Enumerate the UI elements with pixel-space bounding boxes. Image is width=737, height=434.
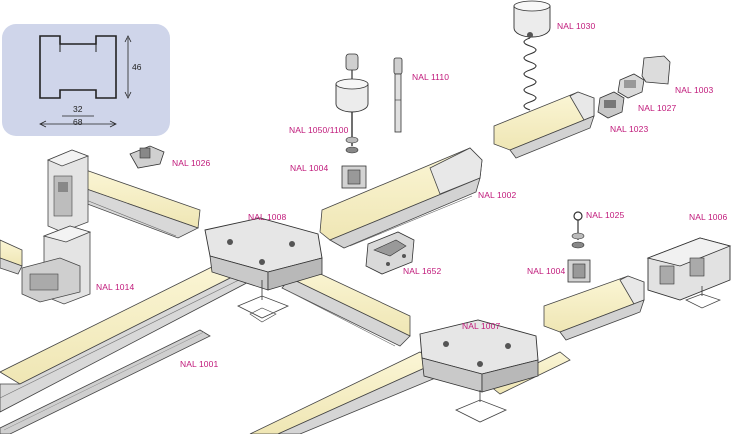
wall-end-1014 xyxy=(21,225,92,305)
label-nal-1006: NAL 1006 xyxy=(689,212,728,222)
label-nal-1002: NAL 1002 xyxy=(478,190,517,200)
rail-1002 xyxy=(319,147,483,249)
label-nal-1008: NAL 1008 xyxy=(248,212,287,222)
clip-1026 xyxy=(129,145,165,169)
label-nal-1025: NAL 1025 xyxy=(586,210,625,220)
label-nal-1004-center: NAL 1004 xyxy=(290,163,329,173)
dim-outer-width: 68 xyxy=(73,117,83,127)
cover-strip-1001 xyxy=(0,329,211,434)
label-nal-1004-right: NAL 1004 xyxy=(527,266,566,276)
rail-left-short xyxy=(0,239,23,275)
label-nal-1001: NAL 1001 xyxy=(180,359,219,369)
clip-1004-center xyxy=(341,165,367,189)
label-nal-1110: NAL 1110 xyxy=(412,72,450,82)
dim-inner-width: 32 xyxy=(73,104,83,114)
label-nal-1026: NAL 1026 xyxy=(172,158,211,168)
label-nal-1023: NAL 1023 xyxy=(610,124,649,134)
clip-1027 xyxy=(617,73,645,99)
cross-connector-1007 xyxy=(419,319,539,423)
wall-end-1026 xyxy=(46,149,90,233)
rail-right-mid xyxy=(543,275,645,341)
rod-1110 xyxy=(393,57,403,133)
ceiling-plate-cross xyxy=(237,295,290,323)
corner-connector-1006 xyxy=(646,237,732,309)
rail-upper-left xyxy=(77,167,201,239)
label-nal-1030: NAL 1030 xyxy=(557,21,596,31)
label-nal-1652: NAL 1652 xyxy=(403,266,442,276)
label-nal-1050-1100: NAL 1050/1100 xyxy=(289,125,349,135)
suspension-1050-1100 xyxy=(335,53,369,154)
rail-upper-right xyxy=(493,91,595,159)
bracket-1652 xyxy=(365,231,415,275)
hook-1025 xyxy=(571,211,585,249)
profile-inset xyxy=(2,24,170,136)
endcap-1003 xyxy=(641,55,671,85)
label-nal-1007: NAL 1007 xyxy=(462,321,501,331)
label-nal-1003: NAL 1003 xyxy=(675,85,714,95)
cross-connector-1008 xyxy=(204,217,323,300)
clip-1004-right xyxy=(567,259,591,283)
label-nal-1014: NAL 1014 xyxy=(96,282,135,292)
label-nal-1027: NAL 1027 xyxy=(638,103,677,113)
dim-height: 46 xyxy=(132,62,142,72)
pendant-1030 xyxy=(513,0,551,111)
clip-1023 xyxy=(597,91,625,119)
